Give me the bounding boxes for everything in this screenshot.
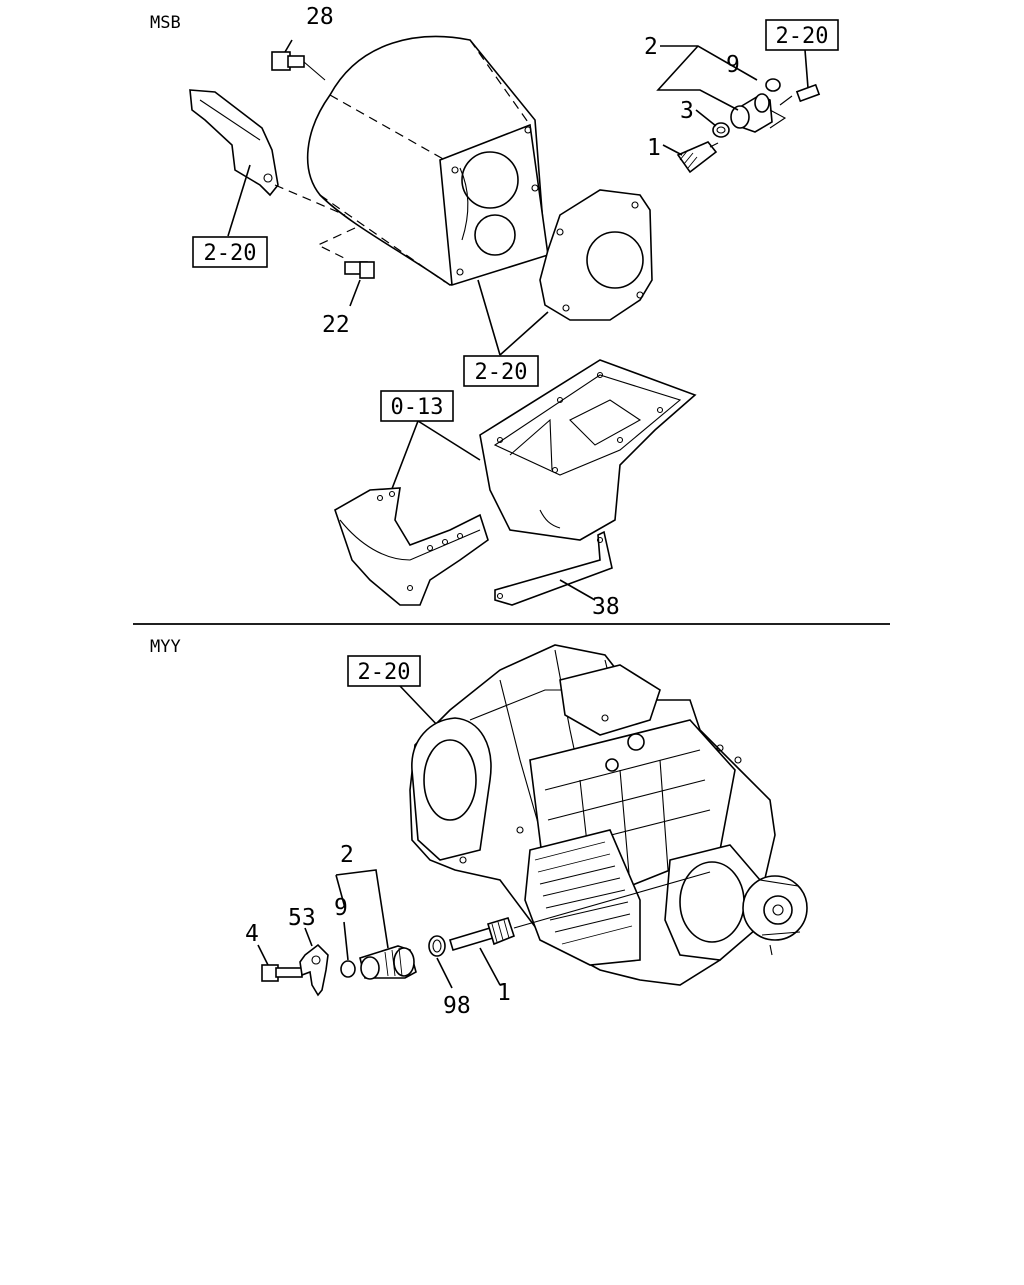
svg-text:0-13: 0-13 <box>391 395 444 420</box>
bell-housing <box>306 35 549 287</box>
bracket-left <box>189 89 346 216</box>
ref-box-top-right: 2-20 <box>765 19 839 51</box>
leader-3 <box>695 109 717 127</box>
cover-plate <box>539 189 653 321</box>
callout-9: 9 <box>726 52 740 78</box>
lock-plate-53 <box>299 927 329 997</box>
callout-1-myy: 1 <box>497 980 511 1006</box>
ref-box-oil-pan: 0-13 <box>380 390 454 422</box>
leader-housing-ref <box>477 279 549 356</box>
seal-9 <box>765 78 781 92</box>
callout-4: 4 <box>245 921 259 947</box>
callout-53: 53 <box>288 905 316 931</box>
svg-text:2-20: 2-20 <box>776 24 829 49</box>
leader-bracket-ref <box>227 164 251 237</box>
sleeve-2-myy <box>359 945 417 980</box>
leader-2-3 <box>656 45 739 111</box>
bolt-4 <box>257 944 303 982</box>
callout-9-myy: 9 <box>334 895 348 921</box>
driven-gear-1 <box>676 141 719 174</box>
callout-98: 98 <box>443 993 471 1019</box>
pin-bolt <box>779 83 821 106</box>
callout-1: 1 <box>647 135 661 161</box>
callout-38: 38 <box>592 594 620 620</box>
strap-38 <box>494 530 613 606</box>
leader-myy-housing <box>399 685 441 729</box>
seal-9-myy <box>340 921 356 978</box>
section-label-msb: MSB <box>150 13 181 33</box>
section-label-myy: MYY <box>150 637 181 657</box>
leader-38 <box>559 579 596 601</box>
ref-box-bracket: 2-20 <box>192 236 268 268</box>
callout-22: 22 <box>322 312 350 338</box>
leader-1 <box>662 144 683 156</box>
callout-28: 28 <box>306 4 334 30</box>
leader-2-myy <box>335 869 389 949</box>
svg-text:2-20: 2-20 <box>475 360 528 385</box>
ref-box-housing: 2-20 <box>463 355 539 387</box>
lower-bracket <box>334 487 489 606</box>
svg-text:2-20: 2-20 <box>204 241 257 266</box>
oil-pan <box>479 359 697 541</box>
transmission-assembly <box>409 644 808 986</box>
ref-box-myy: 2-20 <box>347 655 421 687</box>
svg-text:2-20: 2-20 <box>358 660 411 685</box>
driven-gear-sleeve <box>730 93 787 133</box>
o-ring-98 <box>428 935 453 989</box>
o-ring-3 <box>712 122 730 138</box>
callout-2-myy: 2 <box>340 842 354 868</box>
leader-top-right <box>804 49 809 89</box>
bolt-28 <box>271 39 326 81</box>
callout-3: 3 <box>680 98 694 124</box>
leader-2-9 <box>660 45 758 81</box>
bolt-22 <box>316 227 375 307</box>
driven-gear-1-myy <box>449 871 711 986</box>
callout-2: 2 <box>644 34 658 60</box>
